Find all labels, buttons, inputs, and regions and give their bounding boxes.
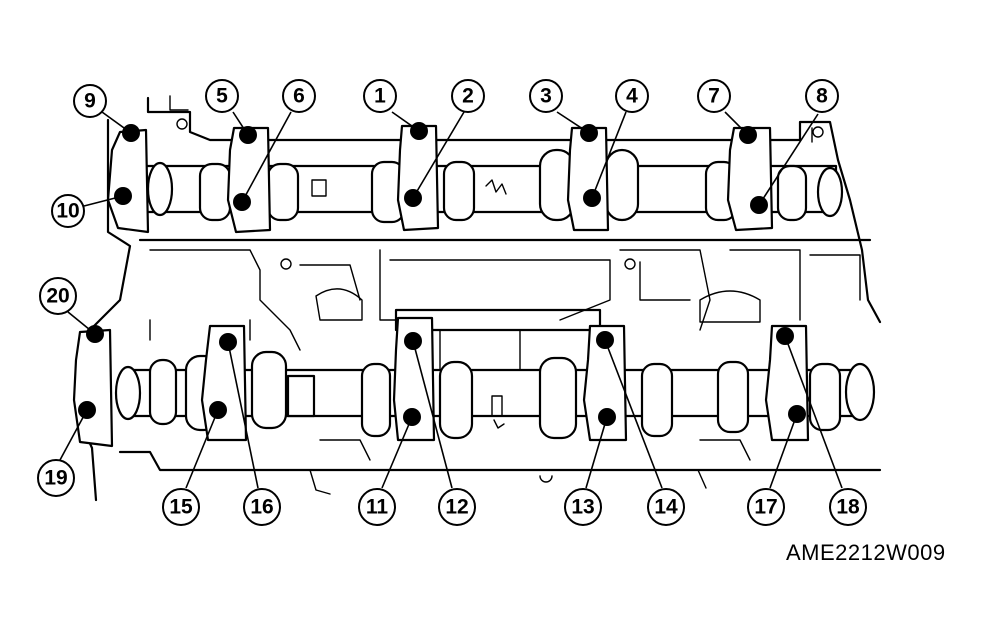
- svg-text:13: 13: [571, 496, 594, 519]
- svg-text:20: 20: [46, 285, 69, 308]
- callout-19: 19: [37, 459, 75, 497]
- figure-reference-code: AME2212W009: [786, 540, 946, 565]
- svg-text:6: 6: [293, 85, 305, 108]
- svg-text:14: 14: [654, 496, 678, 519]
- svg-text:8: 8: [816, 85, 828, 108]
- svg-text:1: 1: [374, 85, 386, 108]
- callout-1: 1: [363, 79, 397, 113]
- callout-2: 2: [451, 79, 485, 113]
- svg-text:4: 4: [626, 85, 638, 108]
- svg-text:5: 5: [216, 85, 228, 108]
- callout-5: 5: [205, 79, 239, 113]
- svg-text:16: 16: [250, 496, 273, 519]
- callout-10: 10: [51, 194, 85, 228]
- callout-20: 20: [39, 277, 77, 315]
- cylinder-head-outline: [82, 95, 882, 502]
- callout-14: 14: [647, 488, 685, 526]
- callout-13: 13: [564, 488, 602, 526]
- svg-text:9: 9: [84, 90, 96, 113]
- svg-text:7: 7: [708, 85, 720, 108]
- callout-17: 17: [747, 488, 785, 526]
- svg-text:19: 19: [44, 467, 67, 490]
- callout-4: 4: [615, 79, 649, 113]
- callout-18: 18: [829, 488, 867, 526]
- callout-15: 15: [162, 488, 200, 526]
- svg-text:18: 18: [836, 496, 860, 519]
- head-webbing: [138, 238, 872, 461]
- callout-3: 3: [529, 79, 563, 113]
- callout-12: 12: [438, 488, 476, 526]
- svg-text:10: 10: [56, 200, 79, 223]
- svg-text:15: 15: [169, 496, 193, 519]
- callout-9: 9: [73, 84, 107, 118]
- svg-text:17: 17: [754, 496, 777, 519]
- callout-8: 8: [805, 79, 839, 113]
- leader-lines: [59, 111, 843, 489]
- callout-7: 7: [697, 79, 731, 113]
- callout-6: 6: [282, 79, 316, 113]
- svg-text:12: 12: [445, 496, 468, 519]
- exhaust-camshaft: [114, 350, 876, 440]
- svg-text:2: 2: [462, 85, 474, 108]
- callout-11: 11: [358, 488, 396, 526]
- svg-text:3: 3: [540, 85, 552, 108]
- svg-text:11: 11: [366, 496, 389, 519]
- callout-16: 16: [243, 488, 281, 526]
